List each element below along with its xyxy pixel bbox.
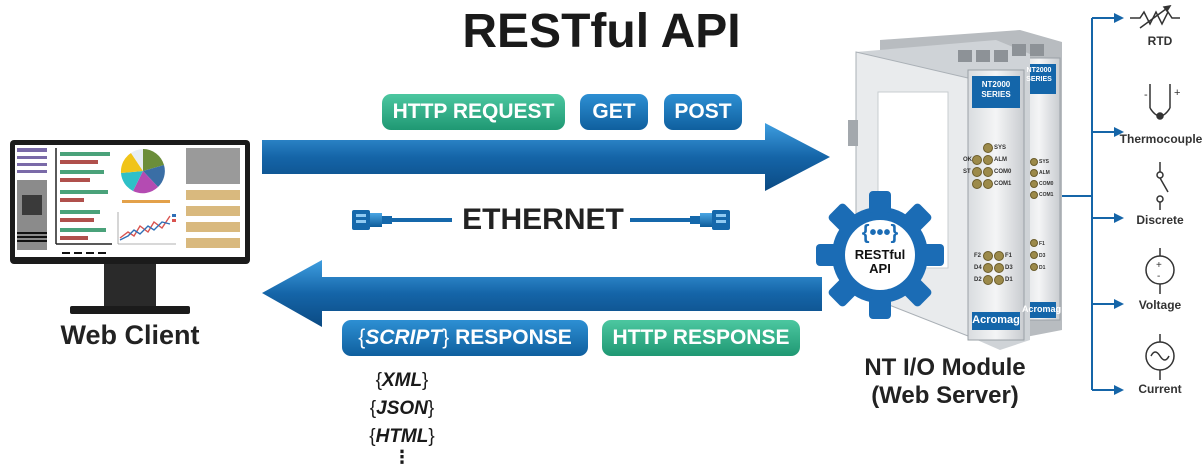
- request-arrow: [262, 123, 830, 191]
- gear-label-line2: API: [869, 261, 891, 276]
- resistor-icon: [1130, 4, 1180, 29]
- ethernet-connector-right-icon: [630, 210, 730, 230]
- gear-glyph: {•••}: [861, 222, 899, 244]
- gear-label: RESTful API: [845, 248, 915, 276]
- sensor-label-rtd: RTD: [1147, 34, 1173, 48]
- get-method-badge: GET: [580, 94, 648, 130]
- web-client-label: Web Client: [60, 320, 200, 350]
- rear-module-series-label: NT2000 SERIES: [1026, 67, 1052, 83]
- more-formats-ellipsis: ⋮: [393, 447, 411, 467]
- rear-module-brand-label: Acromag: [1022, 304, 1062, 314]
- voltage-source-icon: [1145, 248, 1175, 294]
- sensor-label-voltage: Voltage: [1138, 298, 1182, 312]
- script-open-brace: {: [358, 326, 366, 349]
- gear-label-line1: RESTful: [854, 247, 906, 262]
- thermocouple-plus-label: +: [1174, 87, 1180, 99]
- sensor-label-current: Current: [1138, 382, 1182, 396]
- module-label-line2: (Web Server): [871, 382, 1019, 409]
- post-method-badge: POST: [664, 94, 742, 130]
- ethernet-connector-left-icon: [352, 210, 452, 230]
- sensor-label-discrete: Discrete: [1136, 213, 1184, 227]
- module-label-line1: NT I/O Module: [864, 354, 1026, 381]
- thermocouple-minus-label: -: [1144, 89, 1148, 101]
- switch-icon: [1156, 162, 1169, 210]
- http-response-badge: HTTP RESPONSE: [602, 320, 800, 356]
- script-response-badge: {SCRIPT} RESPONSE: [342, 320, 588, 356]
- script-close-brace: }: [442, 326, 450, 349]
- module-brand-label: Acromag: [972, 314, 1020, 326]
- script-word: SCRIPT: [365, 326, 443, 349]
- script-response-suffix: RESPONSE: [449, 326, 572, 349]
- restful-api-gear-icon: [816, 191, 944, 319]
- web-client-monitor-icon: [10, 140, 250, 314]
- http-request-badge: HTTP REQUEST: [382, 94, 565, 130]
- current-source-icon: [1145, 334, 1175, 380]
- format-json: {JSON}: [369, 398, 435, 419]
- format-html: {HTML}: [369, 426, 435, 447]
- diagram-title: RESTful API: [462, 5, 741, 58]
- format-xml: {XML}: [375, 370, 429, 391]
- sensor-label-thermocouple: Thermocouple: [1119, 132, 1203, 146]
- ethernet-label: ETHERNET: [462, 203, 624, 236]
- response-arrow: [262, 260, 822, 327]
- svg-text:+: +: [1156, 260, 1162, 271]
- module-label: NT I/O Module (Web Server): [840, 354, 1050, 410]
- thermocouple-icon: [1149, 84, 1171, 120]
- module-series-label: NT2000 SERIES: [981, 80, 1011, 99]
- sensor-bus: [1062, 17, 1114, 391]
- svg-text:-: -: [1157, 271, 1160, 282]
